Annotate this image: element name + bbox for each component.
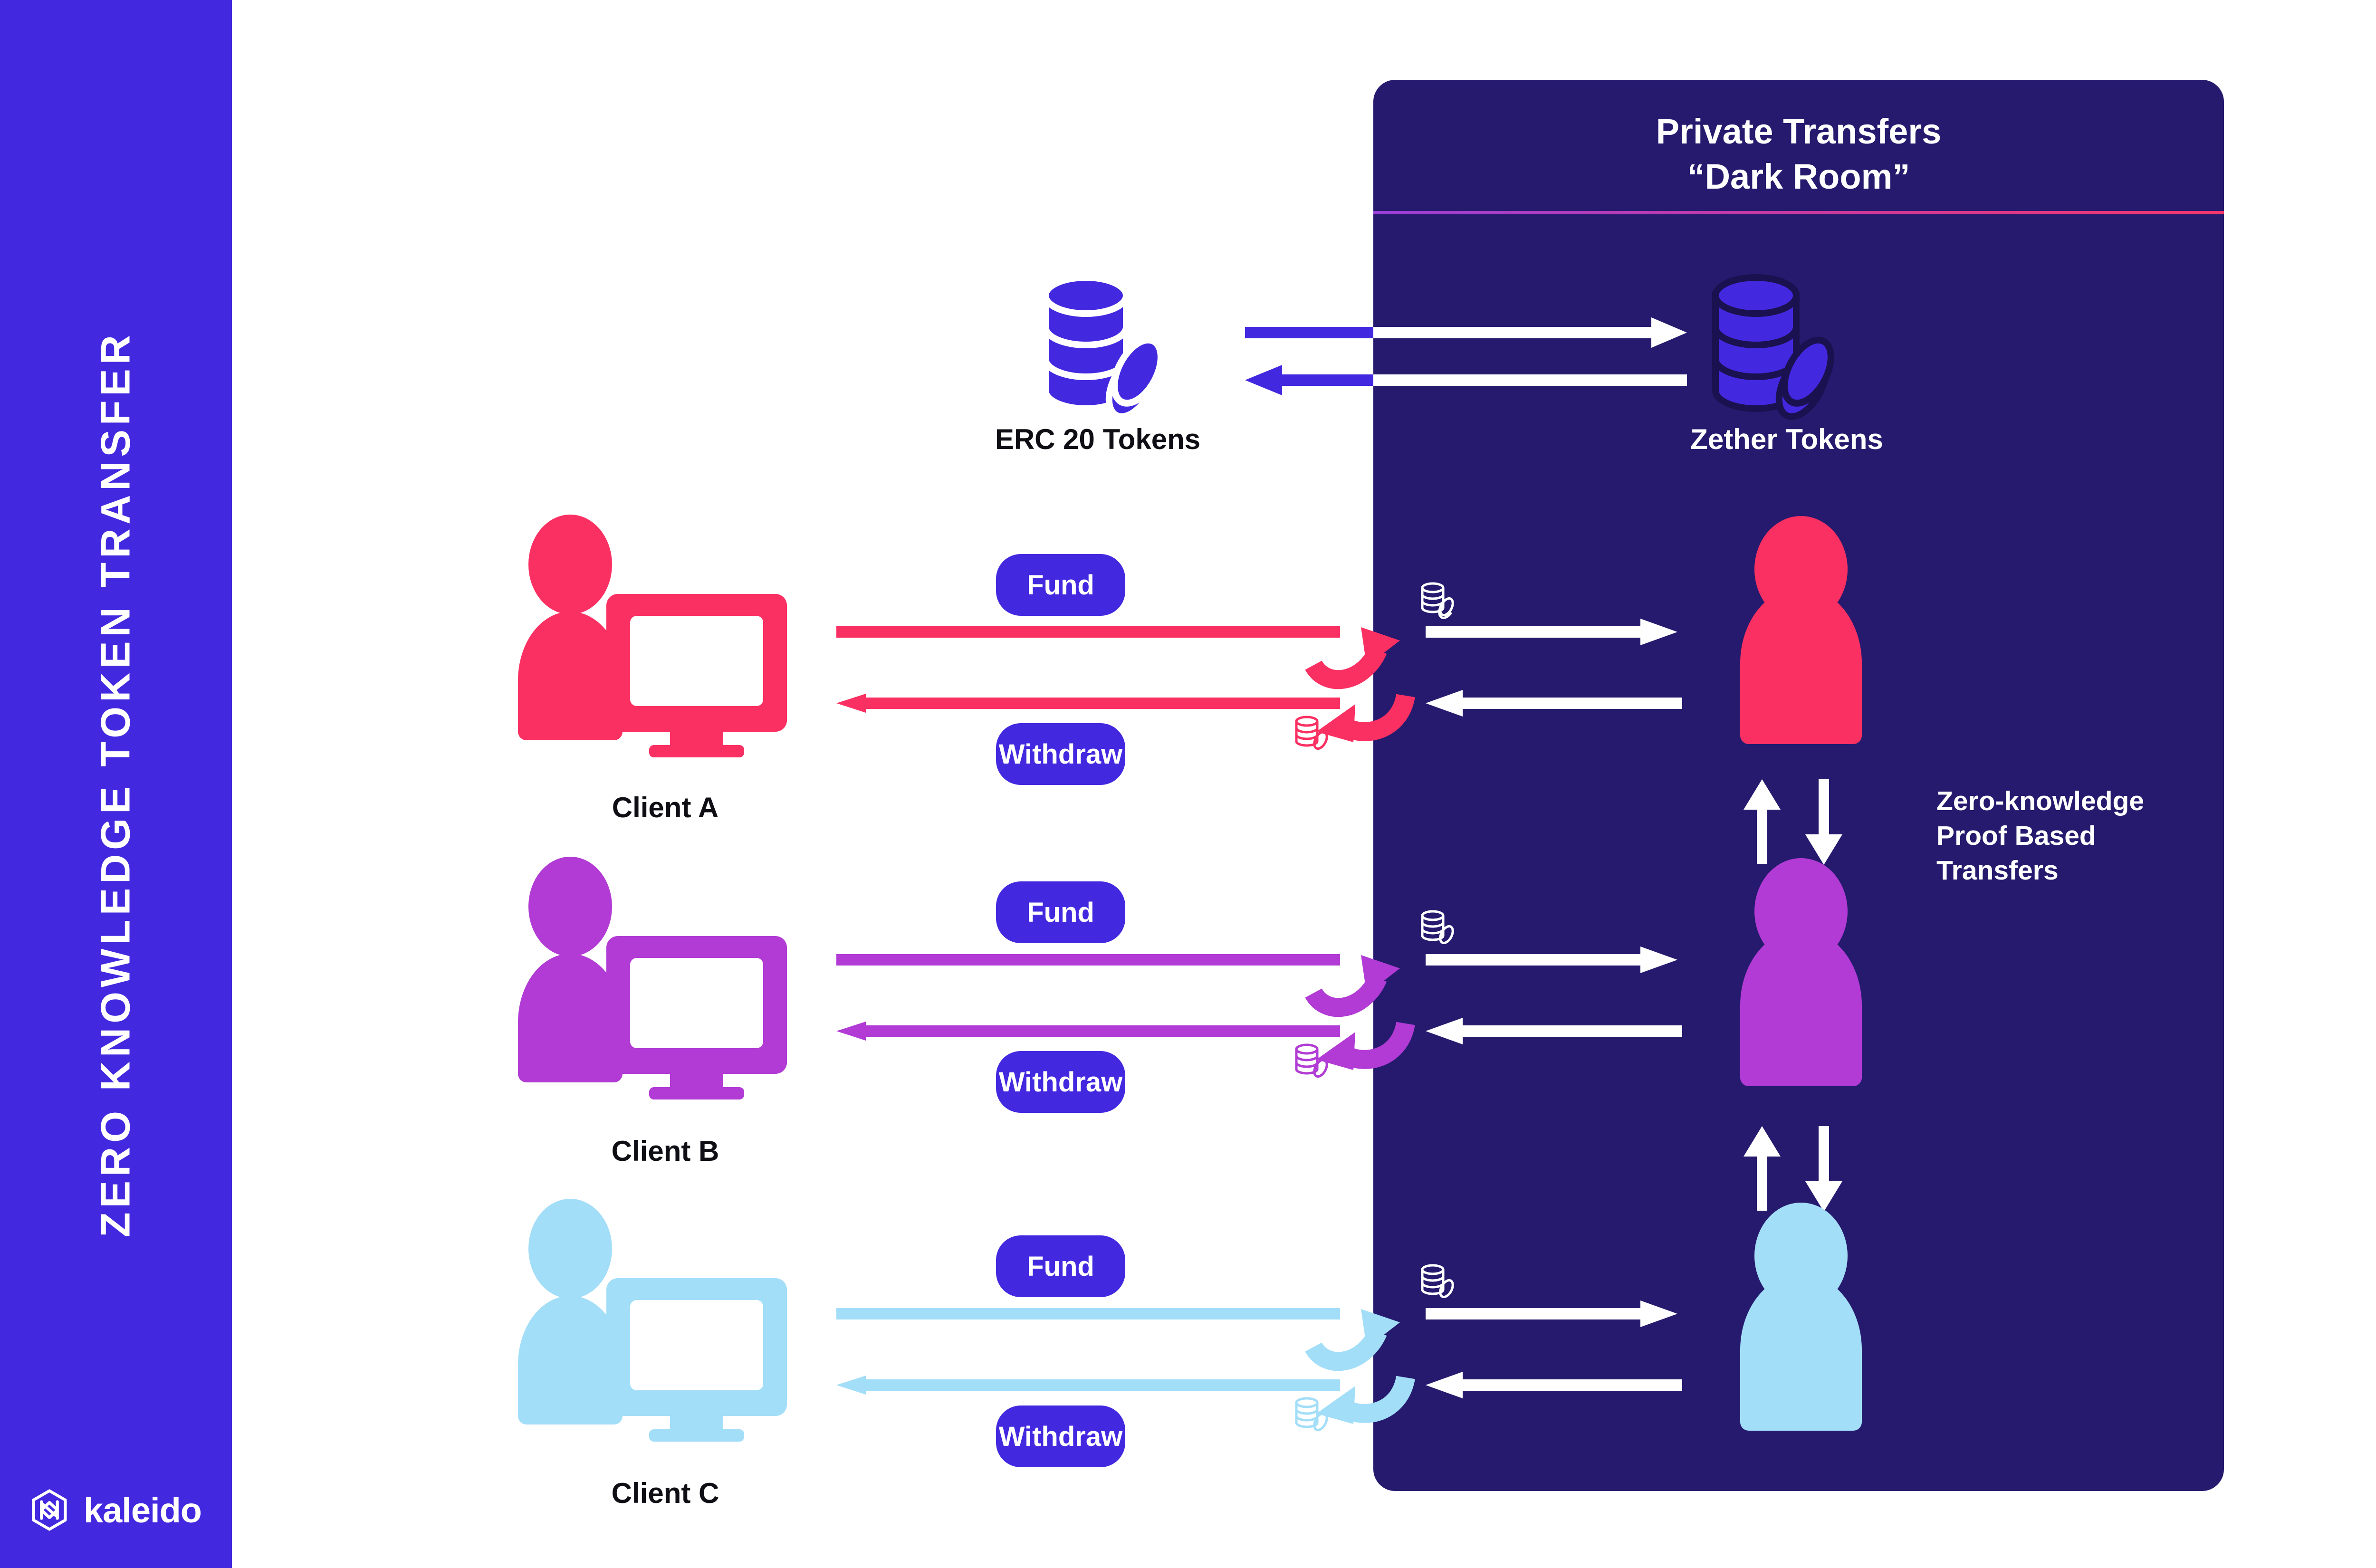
client-c-fund-curve-arrow <box>1305 1295 1421 1371</box>
client-a-fund-button[interactable]: Fund <box>996 554 1125 616</box>
token-deposit-arrow <box>1245 314 1720 352</box>
client-c-coin-icon-bottom <box>1293 1392 1335 1435</box>
client-a-withdraw-button[interactable]: Withdraw <box>996 723 1125 785</box>
client-a-withdraw-line <box>836 694 1340 713</box>
client-c-inner-forward-arrow <box>1426 1300 1682 1328</box>
internal-transfer-arrows-ab <box>1737 779 1870 865</box>
client-c-room-avatar <box>1730 1203 1872 1433</box>
client-c-withdraw-line <box>836 1376 1340 1395</box>
client-c-inner-back-arrow <box>1426 1371 1682 1399</box>
brand: kaleido <box>29 1489 202 1531</box>
erc20-tokens-label: ERC 20 Tokens <box>995 423 1201 455</box>
client-c-withdraw-label: Withdraw <box>998 1421 1123 1452</box>
client-c-withdraw-button[interactable]: Withdraw <box>996 1405 1125 1467</box>
client-a-label: Client A <box>612 792 719 823</box>
dark-room-title: Private Transfers “Dark Room” <box>1373 80 2224 199</box>
kaleido-hex-logo-icon <box>29 1489 70 1531</box>
sidebar-title: ZERO KNOWLEDGE TOKEN TRANSFER <box>93 331 139 1237</box>
client-b-fund-line <box>836 950 1340 969</box>
dark-room-divider <box>1373 211 2224 214</box>
zether-token-icon <box>1706 266 1863 420</box>
client-a-coin-icon-top <box>1418 577 1461 620</box>
client-c-workstation-icon <box>513 1199 817 1444</box>
zk-proof-note: Zero-knowledge Proof Based Transfers <box>1936 786 2145 886</box>
client-a-workstation-icon <box>513 515 817 760</box>
client-b-withdraw-button[interactable]: Withdraw <box>996 1051 1125 1113</box>
client-a-fund-label: Fund <box>1027 569 1094 601</box>
client-b-withdraw-line <box>836 1022 1340 1041</box>
client-a-inner-forward-arrow <box>1426 618 1682 646</box>
sidebar: ZERO KNOWLEDGE TOKEN TRANSFER kaleido <box>0 0 232 1568</box>
client-a-coin-icon-bottom <box>1293 711 1335 754</box>
client-b-coin-icon-bottom <box>1293 1039 1335 1081</box>
client-b-workstation-icon <box>513 857 817 1102</box>
client-b-label: Client B <box>611 1135 719 1167</box>
zether-tokens-label: Zether Tokens <box>1690 423 1883 455</box>
client-b-coin-icon-top <box>1418 905 1461 948</box>
client-a-withdraw-label: Withdraw <box>998 738 1123 770</box>
client-a-fund-line <box>836 622 1340 641</box>
client-c-fund-line <box>836 1304 1340 1323</box>
client-b-fund-button[interactable]: Fund <box>996 881 1125 943</box>
client-b-fund-label: Fund <box>1027 897 1094 928</box>
client-a-room-avatar <box>1730 516 1872 746</box>
token-redeem-arrow <box>1245 361 1720 399</box>
client-b-fund-curve-arrow <box>1305 941 1421 1017</box>
client-b-room-avatar <box>1730 858 1872 1088</box>
client-b-withdraw-label: Withdraw <box>998 1066 1123 1098</box>
client-c-fund-button[interactable]: Fund <box>996 1235 1125 1297</box>
client-b-inner-forward-arrow <box>1426 946 1682 974</box>
client-a-fund-curve-arrow <box>1305 613 1421 689</box>
dark-room-title-line1: Private Transfers <box>1656 112 1942 151</box>
client-a-inner-back-arrow <box>1426 689 1682 717</box>
client-c-fund-label: Fund <box>1027 1251 1094 1282</box>
erc20-token-icon <box>1036 266 1193 420</box>
client-c-label: Client C <box>611 1477 719 1509</box>
dark-room-title-line2: “Dark Room” <box>1687 156 1910 196</box>
brand-name: kaleido <box>84 1490 202 1530</box>
client-c-coin-icon-top <box>1418 1259 1461 1302</box>
client-b-inner-back-arrow <box>1426 1017 1682 1045</box>
internal-transfer-arrows-bc <box>1737 1126 1870 1212</box>
